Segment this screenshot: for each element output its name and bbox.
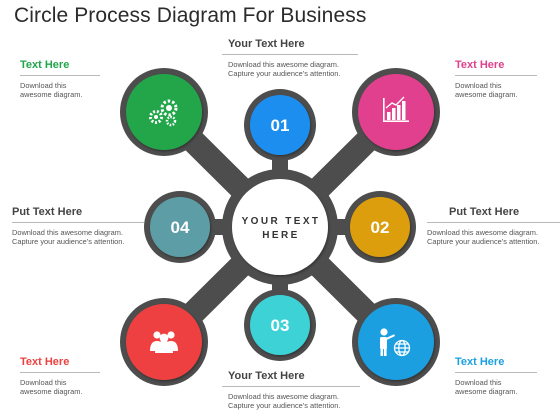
block-text: Download this awesome diagram. xyxy=(455,378,518,396)
step-node-03: 03 xyxy=(250,295,310,355)
presenter-globe-icon xyxy=(380,328,411,357)
block-heading: Text Here xyxy=(455,59,505,71)
divider xyxy=(455,372,537,373)
block-heading: Your Text Here xyxy=(228,370,305,382)
text-block-top-center: Your Text Here Download this awesome dia… xyxy=(222,38,358,78)
text-block-bottom-center: Your Text Here Download this awesome dia… xyxy=(222,370,360,410)
divider xyxy=(20,372,100,373)
icon-node-bar-chart xyxy=(358,74,434,150)
people-icon xyxy=(150,331,178,353)
block-text: Download this awesome diagram. xyxy=(20,81,83,99)
block-heading: Text Here xyxy=(455,356,505,368)
divider xyxy=(222,54,358,55)
center-text-line1: YOUR TEXT xyxy=(242,216,321,227)
block-text: Download this awesome diagram. xyxy=(455,81,518,99)
divider xyxy=(455,75,537,76)
text-block-top-left: Text Here Download this awesome diagram. xyxy=(20,59,100,99)
block-heading: Text Here xyxy=(20,59,70,71)
block-text: Download this awesome diagram. xyxy=(20,378,83,396)
text-block-mid-right: Put Text Here Download this awesome diag… xyxy=(427,206,560,246)
icon-node-gears xyxy=(126,74,202,150)
step-number-02: 02 xyxy=(371,218,390,237)
block-heading: Put Text Here xyxy=(449,206,520,218)
step-number-03: 03 xyxy=(271,316,290,335)
icon-node-people xyxy=(126,304,202,380)
step-node-02: 02 xyxy=(350,197,410,257)
bar-chart-icon xyxy=(383,96,409,122)
block-heading: Your Text Here xyxy=(228,38,305,50)
text-block-bottom-left: Text Here Download this awesome diagram. xyxy=(20,356,100,396)
page-title: Circle Process Diagram For Business xyxy=(14,4,367,27)
icon-node-presenter-globe xyxy=(358,304,434,380)
center-text-line2: HERE xyxy=(262,230,299,241)
step-node-01: 01 xyxy=(250,95,310,155)
block-text: Download this awesome diagram. Capture y… xyxy=(228,60,341,78)
block-text: Download this awesome diagram. Capture y… xyxy=(12,228,125,246)
text-block-bottom-right: Text Here Download this awesome diagram. xyxy=(455,356,537,396)
step-node-04: 04 xyxy=(150,197,210,257)
block-heading: Text Here xyxy=(20,356,70,368)
divider xyxy=(20,75,100,76)
block-text: Download this awesome diagram. Capture y… xyxy=(228,392,341,410)
text-block-mid-left: Put Text Here Download this awesome diag… xyxy=(12,206,144,246)
text-block-top-right: Text Here Download this awesome diagram. xyxy=(455,59,537,99)
divider xyxy=(12,222,144,223)
block-text: Download this awesome diagram. Capture y… xyxy=(427,228,540,246)
divider xyxy=(222,386,360,387)
center-node: YOUR TEXT HERE xyxy=(232,179,328,275)
block-heading: Put Text Here xyxy=(12,206,83,218)
divider xyxy=(427,222,560,223)
step-number-04: 04 xyxy=(171,218,190,237)
step-number-01: 01 xyxy=(271,116,290,135)
gears-icon xyxy=(149,99,178,127)
